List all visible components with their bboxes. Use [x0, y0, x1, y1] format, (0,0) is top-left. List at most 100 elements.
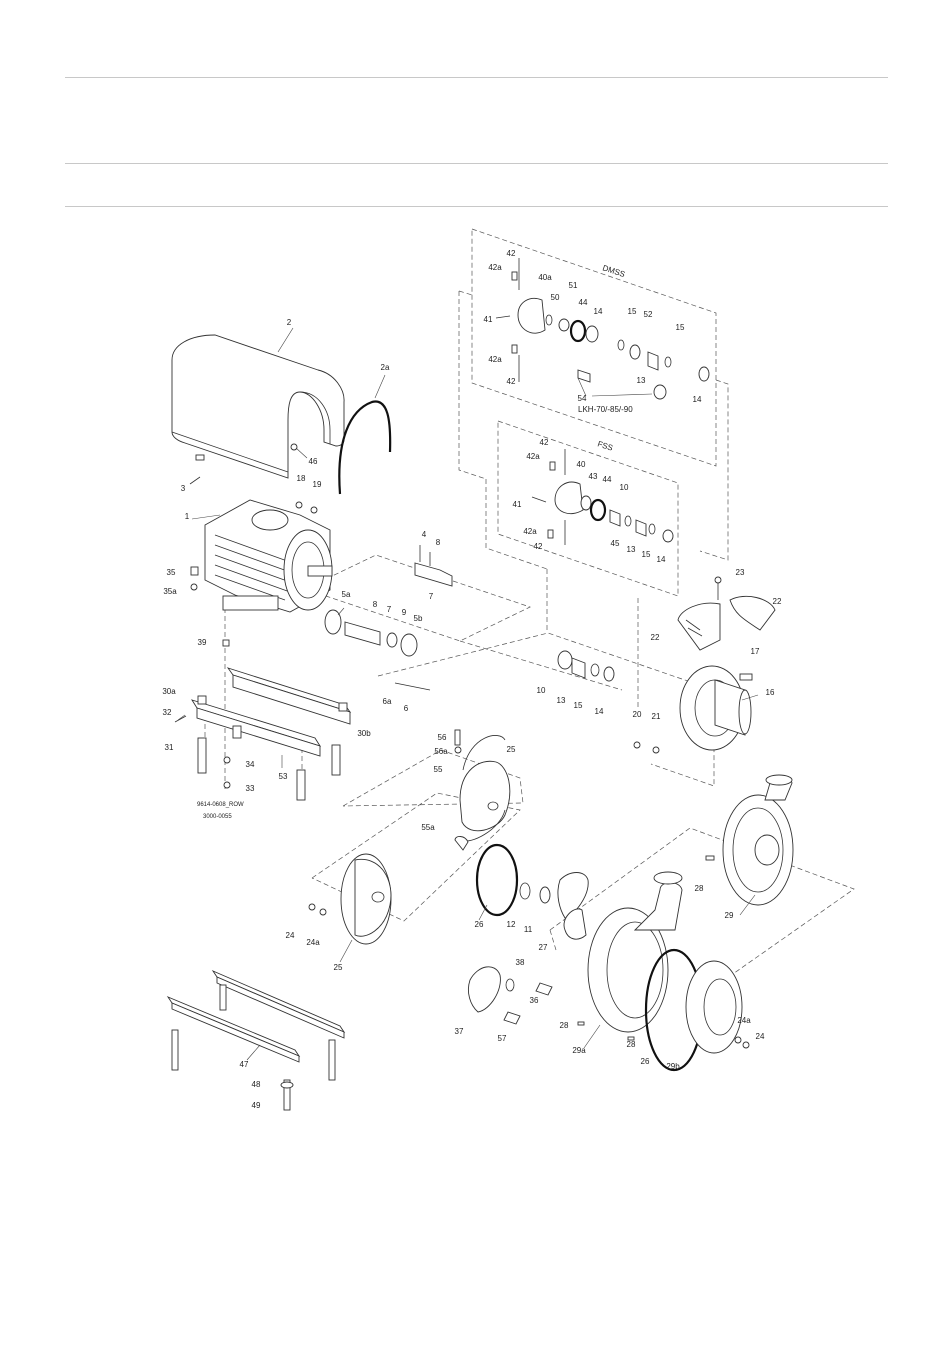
callout-29b: 29b	[666, 1062, 680, 1071]
back-cover-29b	[685, 960, 750, 1054]
callout-5a: 5a	[342, 590, 351, 599]
callout-15c: 15	[642, 550, 651, 559]
callout-14d: 14	[595, 707, 604, 716]
callout-56a: 56a	[434, 747, 448, 756]
callout-25b: 25	[334, 963, 343, 972]
callout-45: 45	[611, 539, 620, 548]
callout-13b: 13	[627, 545, 636, 554]
callout-52: 52	[644, 310, 653, 319]
callout-14b: 14	[693, 395, 702, 404]
callout-48: 48	[252, 1080, 261, 1089]
callout-44b: 44	[603, 475, 612, 484]
callout-55a: 55a	[421, 823, 435, 832]
callout-55: 55	[434, 765, 443, 774]
adapter-16	[679, 665, 753, 751]
callout-7b: 7	[387, 605, 392, 614]
callout-11: 11	[524, 925, 533, 934]
callout-5b: 5b	[414, 614, 423, 623]
callout-54: 54	[578, 394, 587, 403]
variant-note: LKH-70/-85/-90	[578, 405, 633, 414]
base-frame	[174, 667, 352, 801]
callout-38: 38	[516, 958, 525, 967]
dmss-group-label: DMSS	[601, 263, 626, 279]
callout-29a: 29a	[572, 1046, 586, 1055]
callout-24a-2: 24a	[737, 1016, 751, 1025]
dmss-seal-parts: DMSS LKH-70/-85/-90	[495, 258, 710, 414]
callout-6a: 6a	[383, 697, 392, 706]
callout-28c: 28	[627, 1040, 636, 1049]
callout-26: 26	[475, 920, 484, 929]
callout-4: 4	[422, 530, 427, 539]
callout-42a-3: 42a	[526, 452, 540, 461]
callout-15: 15	[628, 307, 637, 316]
callout-43: 43	[589, 472, 598, 481]
callout-30a: 30a	[162, 687, 176, 696]
callout-53: 53	[279, 772, 288, 781]
back-plate-upper	[454, 729, 511, 851]
callout-2: 2	[287, 318, 292, 327]
o-rings-and-impellers	[467, 843, 589, 1025]
callout-7: 7	[429, 592, 434, 601]
callout-41: 41	[484, 315, 493, 324]
header-rule-top	[65, 77, 888, 78]
callout-24-2: 24	[756, 1032, 765, 1041]
callout-51: 51	[569, 281, 578, 290]
callout-10: 10	[620, 483, 629, 492]
callout-labels: 22a463181913535a3930a323134533330b4875a8…	[162, 249, 782, 1110]
callout-41b: 41	[513, 500, 522, 509]
callout-42-4: 42	[534, 542, 543, 551]
callout-32: 32	[163, 708, 172, 717]
back-plate-lower	[308, 853, 392, 945]
callout-42-3: 42	[540, 438, 549, 447]
drawing-ref-2: 3000-0055	[203, 814, 232, 820]
callout-20: 20	[633, 710, 642, 719]
callout-13: 13	[637, 376, 646, 385]
callout-56: 56	[438, 733, 447, 742]
callout-39: 39	[198, 638, 207, 647]
support-legs	[166, 969, 346, 1111]
pump-casing-29	[705, 774, 794, 906]
callout-6: 6	[404, 704, 409, 713]
callout-42: 42	[507, 249, 516, 258]
callout-13c: 13	[557, 696, 566, 705]
callout-24: 24	[286, 931, 295, 940]
header-rule-middle	[65, 163, 888, 164]
callout-30b: 30b	[357, 729, 371, 738]
callout-24a: 24a	[306, 938, 320, 947]
motor-fasteners	[189, 443, 318, 647]
callout-46: 46	[309, 457, 318, 466]
gasket-2a	[338, 400, 392, 495]
callout-31: 31	[165, 743, 174, 752]
callout-36: 36	[530, 996, 539, 1005]
callout-44: 44	[579, 298, 588, 307]
callout-26b: 26	[641, 1057, 650, 1066]
callout-21: 21	[652, 712, 661, 721]
callout-42-2: 42	[507, 377, 516, 386]
shaft-group-frame	[304, 554, 715, 787]
callout-14: 14	[594, 307, 603, 316]
motor	[204, 499, 333, 613]
callout-28: 28	[695, 884, 704, 893]
callout-42a: 42a	[488, 263, 502, 272]
callout-29: 29	[725, 911, 734, 920]
callout-23: 23	[736, 568, 745, 577]
callout-15b: 15	[676, 323, 685, 332]
pump-casing-29a	[577, 871, 683, 1041]
callout-14c: 14	[657, 555, 666, 564]
fss-group-frame	[485, 420, 679, 708]
callout-34: 34	[246, 760, 255, 769]
callout-3: 3	[181, 484, 186, 493]
callout-25: 25	[507, 745, 516, 754]
callout-8b: 8	[373, 600, 378, 609]
callout-33: 33	[246, 784, 255, 793]
callout-16: 16	[766, 688, 775, 697]
callout-17: 17	[751, 647, 760, 656]
shaft-parts	[324, 545, 453, 691]
fss-seal-parts: FSS	[531, 439, 674, 545]
callout-57: 57	[498, 1034, 507, 1043]
callout-40a: 40a	[538, 273, 552, 282]
adapter-guards	[677, 576, 776, 651]
callout-18: 18	[297, 474, 306, 483]
callout-35a: 35a	[163, 587, 177, 596]
